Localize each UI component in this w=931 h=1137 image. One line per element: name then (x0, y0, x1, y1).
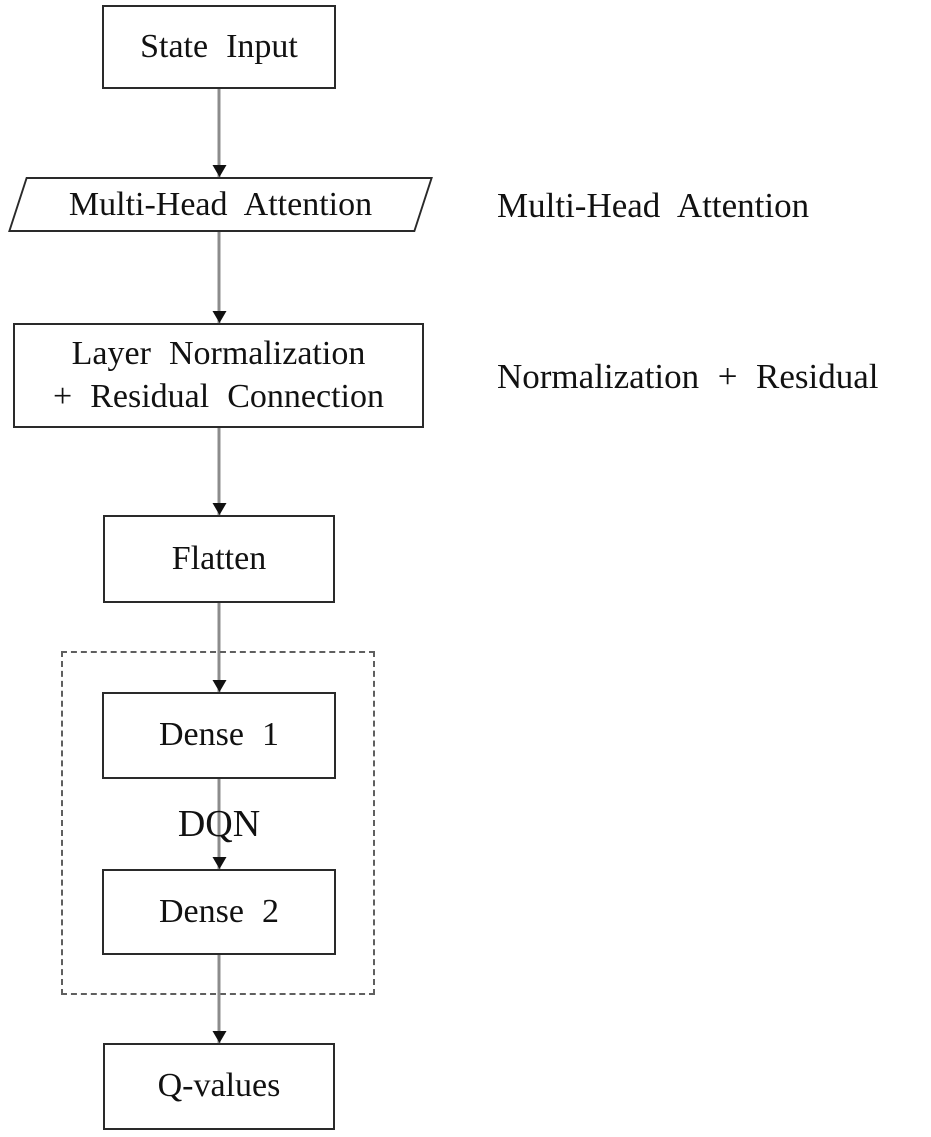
node-dense-2: Dense 2 (102, 869, 336, 955)
annotation-multi-head-attention: Multi-Head Attention (497, 186, 810, 225)
node-dense-2-label: Dense 2 (159, 892, 279, 930)
dqn-group-label: DQN (177, 803, 261, 845)
arrow-layernorm-to-flatten (217, 428, 221, 515)
node-state-input-label: State Input (140, 27, 298, 65)
arrow-dense1-to-dense2 (217, 779, 221, 869)
node-layer-normalization: Layer Normalization + Residual Connectio… (13, 323, 424, 428)
node-q-values-label: Q-values (157, 1067, 281, 1105)
node-dense-1: Dense 1 (102, 692, 336, 779)
node-dense-1-label: Dense 1 (159, 716, 279, 754)
arrow-state-input-to-attention (217, 89, 221, 177)
arrow-dense2-to-qvalues (217, 955, 221, 1043)
node-q-values: Q-values (103, 1043, 335, 1130)
node-flatten-label: Flatten (171, 539, 267, 577)
arrow-flatten-to-dense1 (217, 603, 221, 692)
node-state-input: State Input (102, 5, 336, 89)
annotation-normalization-residual: Normalization + Residual (497, 357, 879, 396)
node-layer-normalization-line1: Layer Normalization (71, 335, 366, 372)
arrow-attention-to-layernorm (217, 232, 221, 323)
node-flatten: Flatten (103, 515, 335, 603)
node-layer-normalization-line2: + Residual Connection (53, 377, 384, 415)
node-multi-head-attention: Multi-Head Attention (17, 177, 424, 232)
node-multi-head-attention-label: Multi-Head Attention (68, 185, 373, 223)
